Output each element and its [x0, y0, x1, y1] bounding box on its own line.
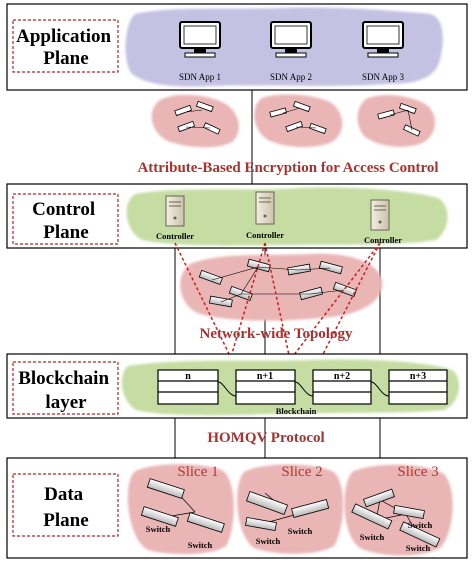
switch-icon: [245, 490, 289, 516]
switch-icon: [351, 503, 393, 530]
slice-1-switches: Switch Switch: [140, 478, 225, 550]
controller-3-server-icon: [370, 199, 390, 231]
switch-label: Switch: [146, 524, 171, 534]
control-plane-label: Control Plane: [32, 199, 100, 243]
encryption-cloud-2: [254, 94, 343, 148]
blockchain-layer-line1: Blockchain: [18, 368, 109, 389]
data-plane-label: Data Plane: [43, 484, 88, 531]
block-n-plus-3: [388, 369, 448, 405]
switch-label: Switch: [406, 543, 431, 553]
controller-3-label: Controller: [364, 235, 402, 245]
sdn-app-1-label: SDN App 1: [179, 72, 221, 82]
control-plane-line2: Plane: [43, 222, 88, 243]
application-plane-label: Application Plane: [16, 26, 116, 69]
sdn-app-1-monitor-icon: [179, 21, 221, 58]
switch-icon: [291, 498, 330, 518]
topology-caption: Network-wide Topology: [200, 326, 353, 342]
topology-cloud: [180, 253, 383, 321]
controller-2-server-icon: [255, 191, 275, 225]
slice-3-switches: Switch Switch Switch: [351, 488, 441, 553]
encryption-cloud-1: [151, 94, 239, 148]
switch-icon: [186, 512, 225, 533]
switch-icon: [393, 504, 425, 520]
sdn-app-2-monitor-icon: [270, 21, 312, 58]
application-plane-line2: Plane: [43, 48, 88, 69]
switch-icon: [146, 478, 185, 499]
dashed-links: [174, 242, 381, 361]
sdn-app-3-label: SDN App 3: [362, 72, 405, 82]
switch-label: Switch: [188, 540, 213, 550]
blockchain-layer-label: Blockchain layer: [18, 368, 114, 413]
blockchain-layer-line2: layer: [45, 392, 87, 413]
controller-1-label: Controller: [156, 231, 194, 241]
encryption-caption: Attribute-Based Encryption for Access Co…: [137, 160, 438, 176]
sdn-app-2-label: SDN App 2: [270, 72, 312, 82]
control-plane-cloud: [126, 187, 448, 246]
control-plane-line1: Control: [32, 199, 95, 220]
block-n-plus-3-label: n+3: [410, 371, 426, 382]
encryption-cloud-3: [357, 95, 435, 147]
block-n-plus-1: [235, 369, 296, 405]
block-n-plus-2: [312, 369, 372, 405]
data-plane-line1: Data: [44, 484, 84, 505]
slice-1-label: Slice 1: [177, 464, 218, 480]
slice-2-switches: Switch Switch: [245, 490, 330, 546]
block-n-label: n: [185, 371, 191, 382]
controller-2-label: Controller: [246, 230, 284, 240]
switch-label: Switch: [256, 536, 281, 546]
data-plane: Data Plane Slice 1 Slice 2 Slice 3 Switc…: [6, 457, 468, 559]
blockchain-caption: Blockchain: [276, 406, 317, 416]
blockchain-layer: Blockchain layer n: [6, 353, 468, 419]
block-links: [217, 381, 390, 397]
application-plane-line1: Application: [16, 26, 111, 47]
block-n: [157, 369, 219, 405]
switch-icon: [363, 488, 395, 508]
control-plane: Control Plane Controller Controller Cont…: [6, 183, 468, 249]
switch-label: Switch: [288, 526, 313, 536]
slice-2-label: Slice 2: [281, 464, 322, 480]
switch-icon: [140, 506, 179, 527]
switch-icon: [245, 516, 277, 532]
switch-icon: [399, 521, 441, 548]
protocol-caption: HOMQV Protocol: [207, 430, 324, 446]
encryption-clouds: [151, 94, 435, 148]
block-n-plus-2-label: n+2: [334, 371, 350, 382]
controller-1-server-icon: [165, 195, 185, 227]
slice-3-label: Slice 3: [397, 464, 438, 480]
application-plane: Application Plane SDN App 1 SDN App 2 SD…: [6, 3, 468, 91]
slice-2-cloud: [237, 464, 344, 554]
switch-label: Switch: [360, 532, 385, 542]
topology-cloud-group: [180, 253, 383, 321]
switch-label: Switch: [408, 520, 433, 530]
block-n-plus-1-label: n+1: [257, 371, 273, 382]
data-plane-line2: Plane: [43, 510, 88, 531]
sdn-app-3-monitor-icon: [362, 21, 404, 58]
